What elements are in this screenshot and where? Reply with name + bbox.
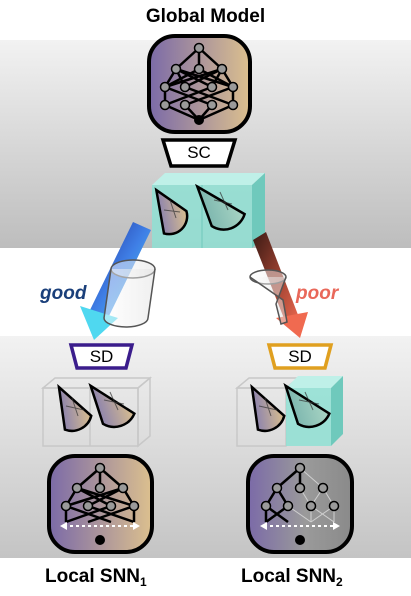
server-compressor-label: SC bbox=[187, 143, 211, 162]
left-received-cube bbox=[40, 376, 153, 448]
right-decompressor-label: SD bbox=[288, 347, 312, 366]
left-decompressor-label: SD bbox=[89, 347, 114, 366]
server-compressor-box bbox=[160, 138, 238, 168]
poor-channel-funnel bbox=[249, 269, 288, 325]
local-snn-1-subscript: 1 bbox=[140, 575, 147, 589]
local-snn-1-text: Local SNN bbox=[45, 566, 141, 587]
poor-channel-label: poor bbox=[296, 283, 339, 304]
local-snn-1-label: Local SNN1 bbox=[45, 566, 147, 589]
left-local-model-icon bbox=[47, 454, 154, 554]
local-snn-2-text: Local SNN bbox=[241, 566, 337, 587]
local-snn-2-subscript: 2 bbox=[336, 575, 343, 589]
global-model-title: Global Model bbox=[145, 6, 266, 27]
global-model-icon bbox=[147, 34, 252, 134]
local-snn-2-label: Local SNN2 bbox=[241, 566, 343, 589]
right-received-cube bbox=[234, 376, 343, 447]
compressed-model-cube-top bbox=[152, 173, 265, 248]
right-decompressor-box bbox=[266, 343, 334, 370]
right-local-model-icon bbox=[246, 454, 354, 554]
good-channel-cylinder bbox=[103, 259, 156, 328]
left-decompressor-box bbox=[68, 343, 135, 370]
good-channel-label: good bbox=[40, 283, 87, 304]
